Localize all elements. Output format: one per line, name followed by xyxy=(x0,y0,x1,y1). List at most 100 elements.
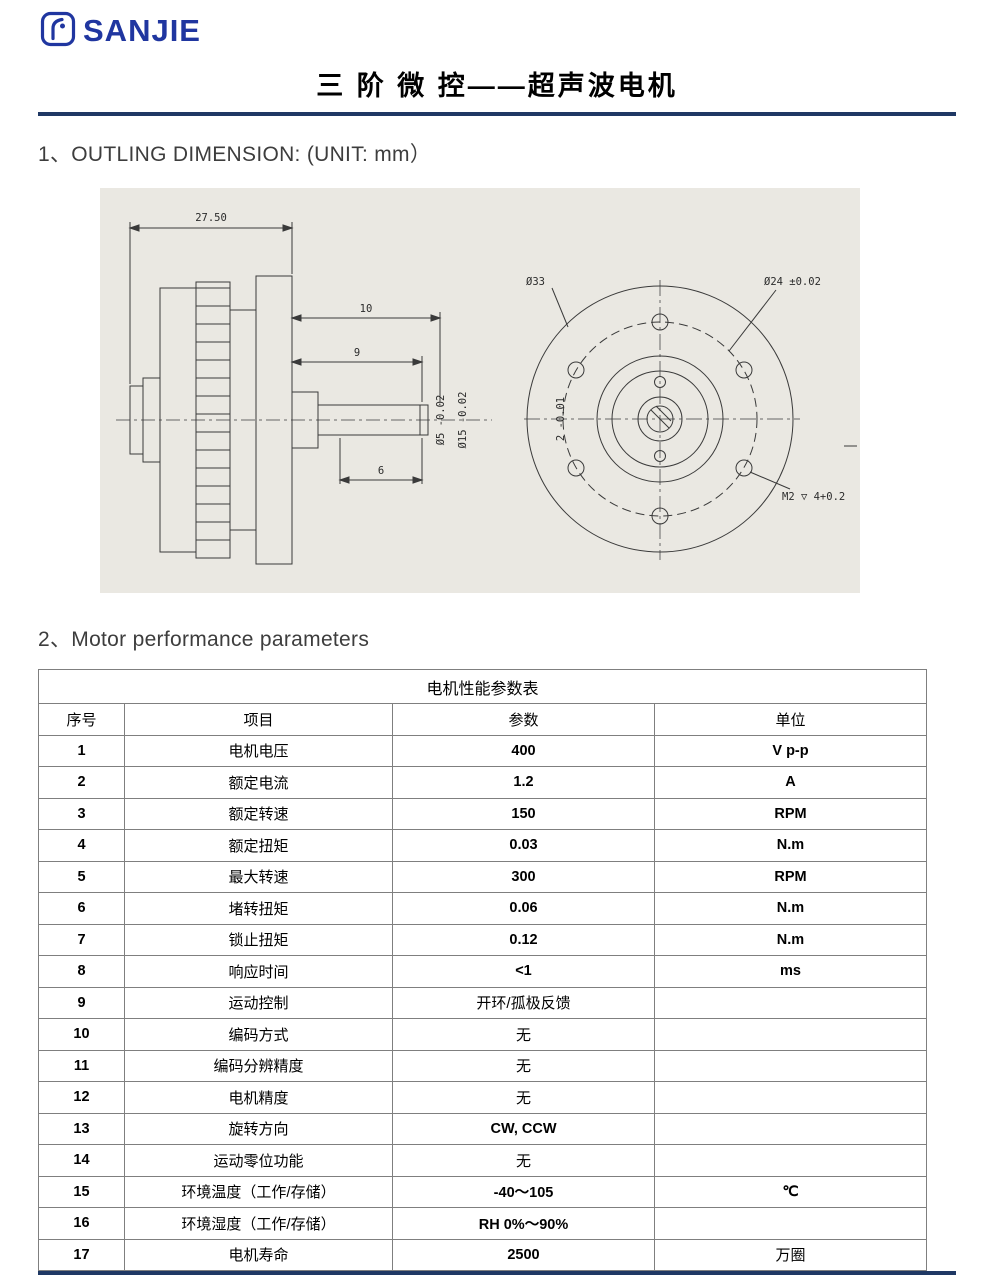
col-header-value: 参数 xyxy=(392,703,655,736)
row-no-cell: 7 xyxy=(38,923,125,956)
item-name-cell: 环境湿度（工作/存储） xyxy=(124,1207,393,1240)
row-no-cell: 13 xyxy=(38,1112,125,1145)
section-heading-outline: 1、OUTLING DIMENSION: (UNIT: mm） xyxy=(38,143,432,166)
param-value-cell: 150 xyxy=(392,797,655,830)
item-name-cell: 最大转速 xyxy=(124,860,393,893)
unit-cell xyxy=(653,1144,928,1177)
row-no-cell: 16 xyxy=(38,1207,125,1240)
item-name-cell: 环境温度（工作/存储） xyxy=(124,1175,393,1208)
param-value-cell: 2500 xyxy=(392,1238,655,1271)
row-no-cell: 17 xyxy=(38,1238,125,1271)
unit-cell: RPM xyxy=(653,797,928,830)
row-no-cell: 4 xyxy=(38,829,125,862)
unit-cell: N.m xyxy=(653,892,928,925)
unit-cell: N.m xyxy=(653,829,928,862)
unit-cell xyxy=(653,1049,928,1082)
sanjie-logo-icon xyxy=(40,11,76,52)
item-name-cell: 电机电压 xyxy=(124,734,393,767)
item-name-cell: 电机精度 xyxy=(124,1081,393,1114)
item-name-cell: 锁止扭矩 xyxy=(124,923,393,956)
top-divider xyxy=(38,112,956,116)
unit-cell xyxy=(653,1112,928,1145)
bottom-divider xyxy=(38,1271,956,1275)
item-name-cell: 旋转方向 xyxy=(124,1112,393,1145)
unit-cell: 万圈 xyxy=(653,1238,928,1271)
outline-dimension-drawing: 27.50 10 9 6 Ø5 -0.02 Ø15 -0.02 xyxy=(100,188,860,593)
param-value-cell: RH 0%～90% xyxy=(392,1207,655,1240)
unit-cell: ms xyxy=(653,955,928,988)
param-value-cell: 无 xyxy=(392,1018,655,1051)
brand-name: SANJIE xyxy=(83,13,201,48)
param-value-cell: <1 xyxy=(392,955,655,988)
col-header-unit: 单位 xyxy=(653,703,928,736)
col-header-item: 项目 xyxy=(124,703,393,736)
brand-logo: SANJIE xyxy=(38,10,956,52)
dia-outer-label: Ø33 xyxy=(526,276,545,288)
row-no-cell: 3 xyxy=(38,797,125,830)
col-header-no: 序号 xyxy=(38,703,125,736)
item-name-cell: 运动控制 xyxy=(124,986,393,1019)
side-view xyxy=(116,222,492,565)
table-title-row: 电机性能参数表 xyxy=(37,669,928,704)
row-no-cell: 1 xyxy=(38,734,125,767)
row-no-cell: 15 xyxy=(38,1175,125,1208)
unit-cell: N.m xyxy=(653,923,928,956)
dim-9-label: 9 xyxy=(354,347,360,359)
unit-cell xyxy=(653,1081,928,1114)
item-name-cell: 额定电流 xyxy=(124,766,393,799)
section-heading-performance: 2、Motor performance parameters xyxy=(38,628,370,651)
unit-cell: ℃ xyxy=(653,1175,928,1208)
unit-cell xyxy=(653,1207,928,1240)
unit-cell xyxy=(653,1018,928,1051)
row-no-cell: 9 xyxy=(38,986,125,1019)
row-no-cell: 12 xyxy=(38,1081,125,1114)
row-no-cell: 14 xyxy=(38,1144,125,1177)
dim-depth-label: 2 -0.01 xyxy=(555,397,567,441)
unit-cell: A xyxy=(653,766,928,799)
front-view xyxy=(524,280,857,560)
row-no-cell: 11 xyxy=(38,1049,125,1082)
param-value-cell: 400 xyxy=(392,734,655,767)
thread-callout-label: M2 ▽ 4+0.2 xyxy=(782,491,845,503)
table-title: 电机性能参数表 xyxy=(37,669,928,704)
param-value-cell: 300 xyxy=(392,860,655,893)
item-name-cell: 运动零位功能 xyxy=(124,1144,393,1177)
param-value-cell: 开环/孤极反馈 xyxy=(392,986,655,1019)
row-no-cell: 8 xyxy=(38,955,125,988)
dim-6-label: 6 xyxy=(378,465,384,477)
dia-hub-label: Ø15 -0.02 xyxy=(457,392,469,449)
param-value-cell: 1.2 xyxy=(392,766,655,799)
param-value-cell: 0.06 xyxy=(392,892,655,925)
row-no-cell: 6 xyxy=(38,892,125,925)
item-name-cell: 编码方式 xyxy=(124,1018,393,1051)
row-no-cell: 10 xyxy=(38,1018,125,1051)
dia-bolt-circle-label: Ø24 ±0.02 xyxy=(764,276,821,288)
dia-shaft-label: Ø5 -0.02 xyxy=(435,395,447,446)
item-name-cell: 堵转扭矩 xyxy=(124,892,393,925)
param-value-cell: -40～105 xyxy=(392,1175,655,1208)
row-no-cell: 2 xyxy=(38,766,125,799)
param-value-cell: 0.12 xyxy=(392,923,655,956)
param-value-cell: 无 xyxy=(392,1081,655,1114)
dim-overall-label: 27.50 xyxy=(195,212,227,224)
param-value-cell: CW, CCW xyxy=(392,1112,655,1145)
item-name-cell: 额定转速 xyxy=(124,797,393,830)
